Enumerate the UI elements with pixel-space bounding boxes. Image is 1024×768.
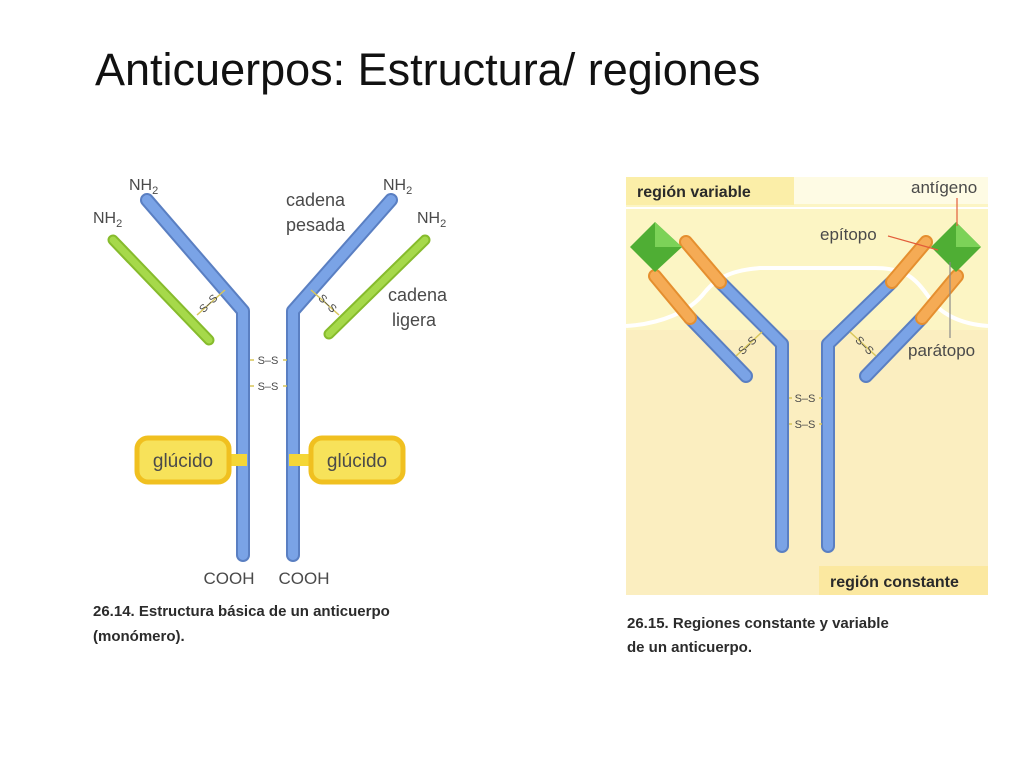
figure-regions: región variable región constante [625,177,989,656]
constant-region-area [626,330,988,595]
svg-text:región variable: región variable [637,184,751,201]
svg-text:S–S: S–S [258,355,279,367]
paratope-label: parátopo [908,341,975,360]
disulfide-bond-heavy-1-fig2: S–S [789,391,822,405]
variable-region-tab: región variable [626,177,794,205]
glucido-right: glúcido [289,435,406,485]
svg-text:de un anticuerpo.: de un anticuerpo. [627,639,752,656]
svg-text:glúcido: glúcido [153,451,213,472]
svg-text:S–S: S–S [795,393,816,405]
variable-segment-right [885,235,964,325]
cooh-label-right: COOH [279,569,330,588]
svg-text:glúcido: glúcido [327,451,387,472]
disulfide-bond-heavy-1: S–S [250,353,287,367]
epitope-pointer [887,235,939,251]
variable-segment-left [648,235,727,325]
svg-text:cadena: cadena [388,285,448,305]
svg-text:NH2: NH2 [93,210,122,230]
glucido-left: glúcido [134,435,247,485]
antigen-left [630,222,682,272]
nh2-label-heavy-right: NH2 [383,177,412,197]
nh2-label-heavy-left: NH2 [129,177,158,197]
heavy-chain-label: cadena pesada [286,190,346,235]
svg-text:(monómero).: (monómero). [93,628,185,645]
svg-text:S–S: S–S [258,381,279,393]
cooh-label-left: COOH [204,569,255,588]
svg-text:cadena: cadena [286,190,346,210]
disulfide-bond-left-light: S–S [196,289,226,316]
svg-text:NH2: NH2 [417,210,446,230]
disulfide-bond-right-light: S–S [310,289,340,316]
nh2-label-light-right: NH2 [417,210,446,230]
epitope-label: epítopo [820,225,877,244]
svg-text:región constante: región constante [830,574,959,591]
figure2-caption: 26.15. Regiones constante y variable de … [627,615,889,656]
figure1-caption: 26.14. Estructura básica de un anticuerp… [93,603,390,645]
antigen-right [931,222,981,272]
light-chain-label: cadena ligera [388,285,448,330]
constant-region-tab: región constante [819,566,988,595]
slide-title: Anticuerpos: Estructura/ regiones [95,44,761,95]
svg-text:pesada: pesada [286,215,346,235]
svg-text:ligera: ligera [392,310,437,330]
svg-text:26.15. Regiones constante y va: 26.15. Regiones constante y variable [627,615,889,632]
svg-text:S–S: S–S [795,419,816,431]
nh2-label-light-left: NH2 [93,210,122,230]
svg-text:NH2: NH2 [129,177,158,197]
disulfide-bond-heavy-2: S–S [250,379,287,393]
antigen-label: antígeno [911,178,977,197]
svg-text:26.14. Estructura básica de un: 26.14. Estructura básica de un anticuerp… [93,603,390,620]
disulfide-bond-heavy-2-fig2: S–S [789,417,822,431]
svg-text:NH2: NH2 [383,177,412,197]
figure-basic-structure: S–S S–S S–S S–S glúcido glúcido [93,177,448,645]
